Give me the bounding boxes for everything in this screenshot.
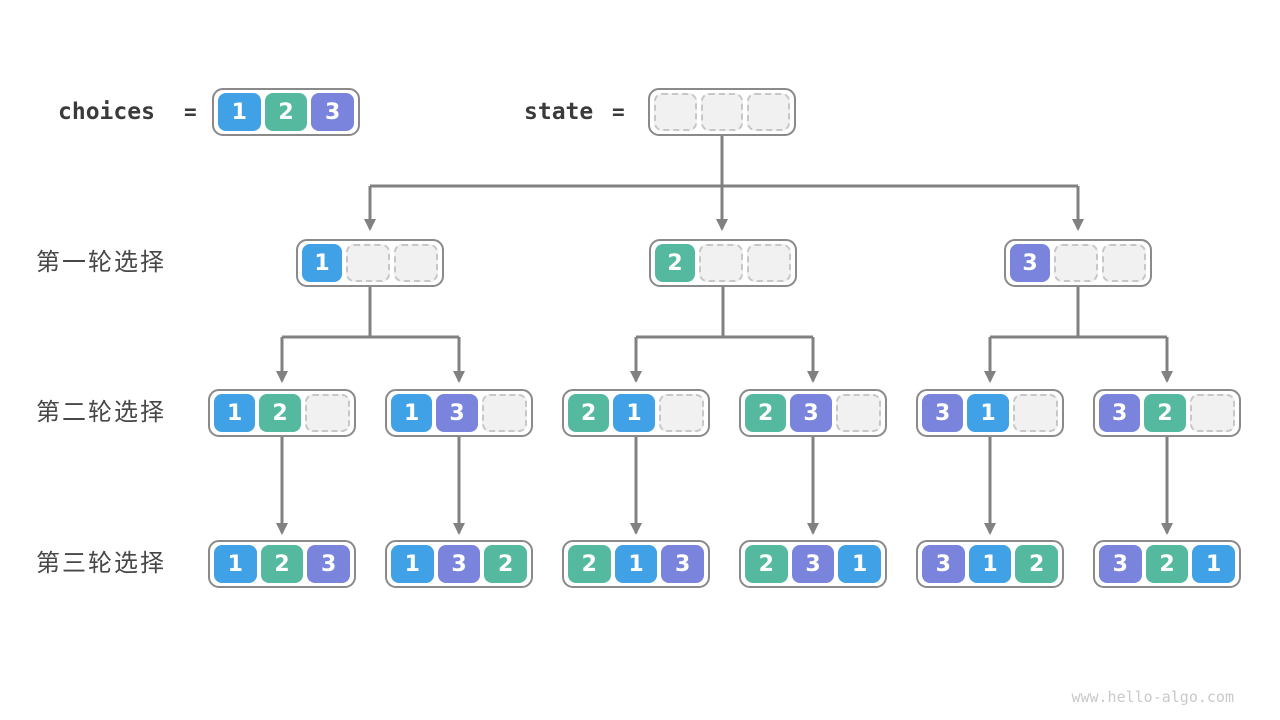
value-cell: 2 <box>260 545 304 583</box>
value-cell: 1 <box>391 394 433 432</box>
value-cell: 2 <box>655 244 695 282</box>
empty-slot <box>654 93 697 131</box>
sequence-box: 3 <box>1004 239 1152 287</box>
value-cell: 3 <box>922 394 964 432</box>
value-cell: 3 <box>790 394 832 432</box>
value-cell: 2 <box>484 545 528 583</box>
value-cell: 2 <box>745 545 788 583</box>
value-cell: 2 <box>1015 545 1059 583</box>
value-cell: 1 <box>218 93 261 131</box>
value-cell: 3 <box>661 545 705 583</box>
value-cell: 2 <box>259 394 301 432</box>
empty-slot <box>394 244 438 282</box>
choices-equals-sign: = <box>184 100 197 124</box>
sequence-box: 2 <box>649 239 797 287</box>
value-cell: 3 <box>1010 244 1050 282</box>
empty-slot <box>747 93 791 131</box>
empty-slot <box>1054 244 1098 282</box>
empty-slot <box>1189 394 1235 432</box>
value-cell: 3 <box>307 545 351 583</box>
value-cell: 1 <box>214 394 256 432</box>
empty-slot <box>1012 394 1058 432</box>
value-cell: 3 <box>1099 545 1142 583</box>
state-label: state <box>524 99 594 125</box>
round-label: 第二轮选择 <box>36 399 166 426</box>
value-cell: 1 <box>967 394 1009 432</box>
state-array <box>648 88 796 136</box>
empty-slot <box>481 394 527 432</box>
value-cell: 1 <box>614 545 658 583</box>
empty-slot <box>700 93 744 131</box>
value-cell: 1 <box>613 394 655 432</box>
value-cell: 2 <box>568 545 611 583</box>
round-label: 第一轮选择 <box>36 249 166 276</box>
value-cell: 1 <box>838 545 882 583</box>
sequence-box: 1 <box>296 239 444 287</box>
choices-label: choices <box>58 99 155 125</box>
value-cell: 1 <box>968 545 1012 583</box>
value-cell: 3 <box>922 545 965 583</box>
state-equals-sign: = <box>612 100 625 124</box>
value-cell: 2 <box>264 93 308 131</box>
value-cell: 3 <box>436 394 478 432</box>
empty-slot <box>699 244 743 282</box>
value-cell: 3 <box>1099 394 1141 432</box>
value-cell: 3 <box>791 545 835 583</box>
empty-slot <box>304 394 350 432</box>
value-cell: 3 <box>437 545 481 583</box>
value-cell: 1 <box>302 244 342 282</box>
value-cell: 2 <box>1144 394 1186 432</box>
value-cell: 1 <box>214 545 257 583</box>
value-cell: 2 <box>1145 545 1189 583</box>
value-cell: 1 <box>391 545 434 583</box>
empty-slot <box>658 394 704 432</box>
value-cell: 2 <box>745 394 787 432</box>
empty-slot <box>1102 244 1146 282</box>
value-cell: 1 <box>1192 545 1236 583</box>
empty-slot <box>346 244 390 282</box>
round-label: 第三轮选择 <box>36 550 166 577</box>
watermark: www.hello-algo.com <box>1071 688 1234 706</box>
empty-slot <box>747 244 791 282</box>
empty-slot <box>835 394 881 432</box>
value-cell: 3 <box>311 93 355 131</box>
value-cell: 2 <box>568 394 610 432</box>
